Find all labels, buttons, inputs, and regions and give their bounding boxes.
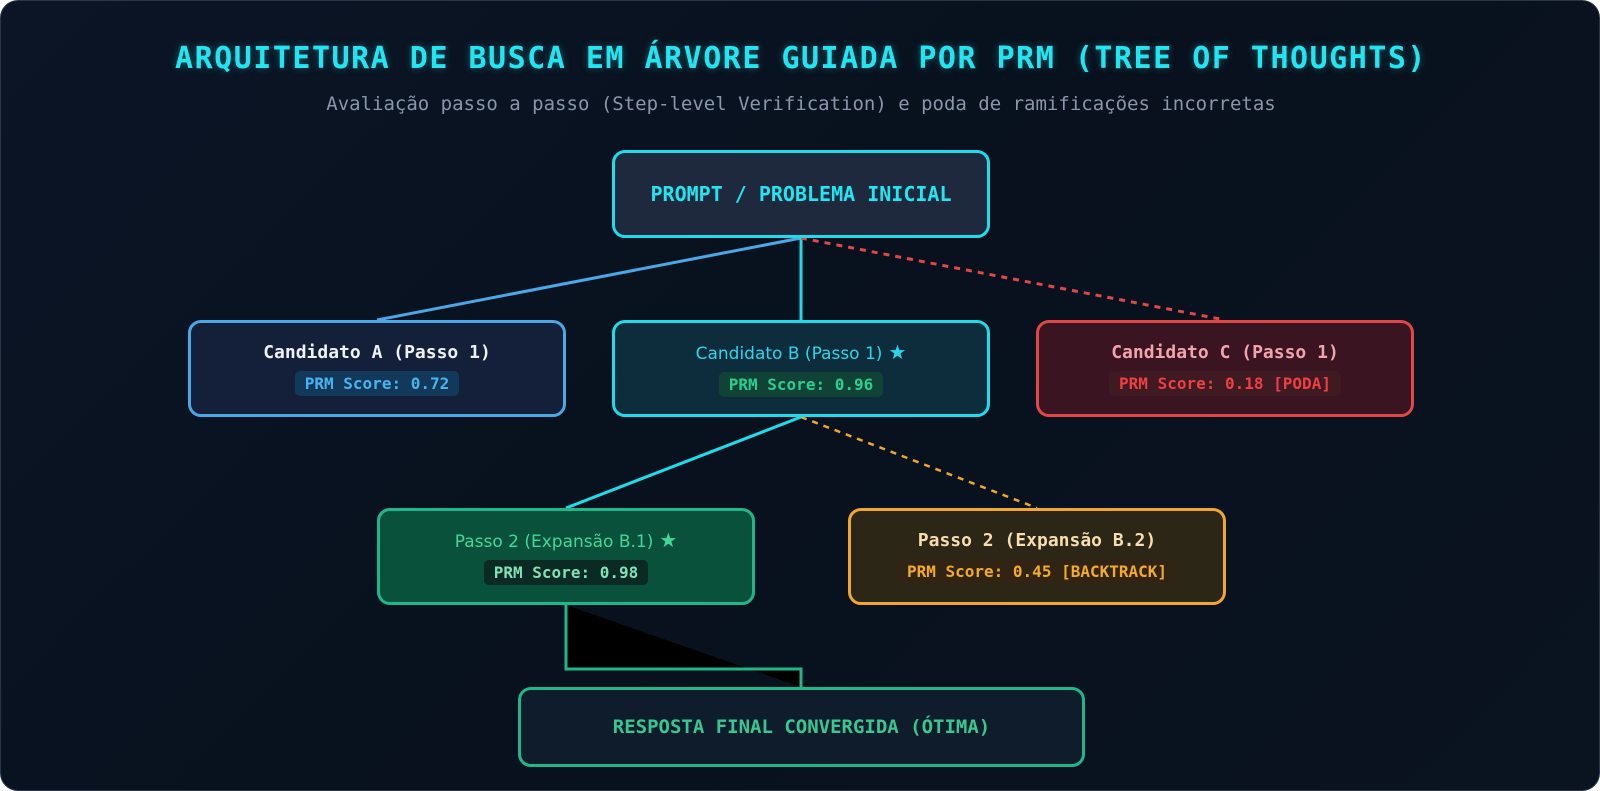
star-icon: ★ (659, 528, 678, 552)
step2-b2-node: Passo 2 (Expansão B.2) PRM Score: 0.45 [… (848, 508, 1226, 605)
edge-b1-to-final-outline (564, 605, 803, 687)
root-node-label: PROMPT / PROBLEMA INICIAL (650, 182, 952, 206)
candidate-c-node: Candidato C (Passo 1) PRM Score: 0.18 [P… (1036, 320, 1414, 417)
root-node: PROMPT / PROBLEMA INICIAL (612, 150, 990, 238)
final-answer-label: RESPOSTA FINAL CONVERGIDA (ÓTIMA) (612, 716, 991, 738)
candidate-b-heading: Candidato B (Passo 1)★ (696, 340, 907, 364)
edge-b1-to-final (566, 605, 801, 687)
edge-b-to-b1 (565, 415, 802, 510)
diagram-subtitle: Avaliação passo a passo (Step-level Veri… (326, 93, 1276, 115)
candidate-a-node: Candidato A (Passo 1) PRM Score: 0.72 (188, 320, 566, 417)
final-answer-node: RESPOSTA FINAL CONVERGIDA (ÓTIMA) (518, 687, 1085, 767)
candidate-b-label: Candidato B (Passo 1) (695, 344, 883, 364)
step2-b1-node: Passo 2 (Expansão B.1)★ PRM Score: 0.98 (377, 508, 755, 605)
edge-root-to-c-pruned (800, 236, 1226, 322)
candidate-c-score: PRM Score: 0.18 [PODA] (1109, 370, 1341, 396)
diagram-title: ARQUITETURA DE BUSCA EM ÁRVORE GUIADA PO… (175, 41, 1427, 76)
step2-b2-score: PRM Score: 0.45 [BACKTRACK] (896, 558, 1178, 584)
candidate-b-node: Candidato B (Passo 1)★ PRM Score: 0.96 (612, 320, 990, 417)
candidate-c-label: Candidato C (Passo 1) (1111, 341, 1339, 363)
star-icon: ★ (888, 340, 907, 364)
candidate-b-score: PRM Score: 0.96 (718, 372, 884, 397)
edge-b-to-b2-backtrack (800, 415, 1038, 510)
step2-b1-label: Passo 2 (Expansão B.1) (454, 532, 654, 552)
step2-b1-heading: Passo 2 (Expansão B.1)★ (455, 528, 678, 552)
edge-root-to-a (376, 236, 802, 322)
candidate-a-label: Candidato A (Passo 1) (263, 341, 491, 363)
candidate-a-score: PRM Score: 0.72 (294, 370, 460, 396)
step2-b1-score: PRM Score: 0.98 (483, 560, 649, 585)
step2-b2-label: Passo 2 (Expansão B.2) (917, 529, 1157, 551)
